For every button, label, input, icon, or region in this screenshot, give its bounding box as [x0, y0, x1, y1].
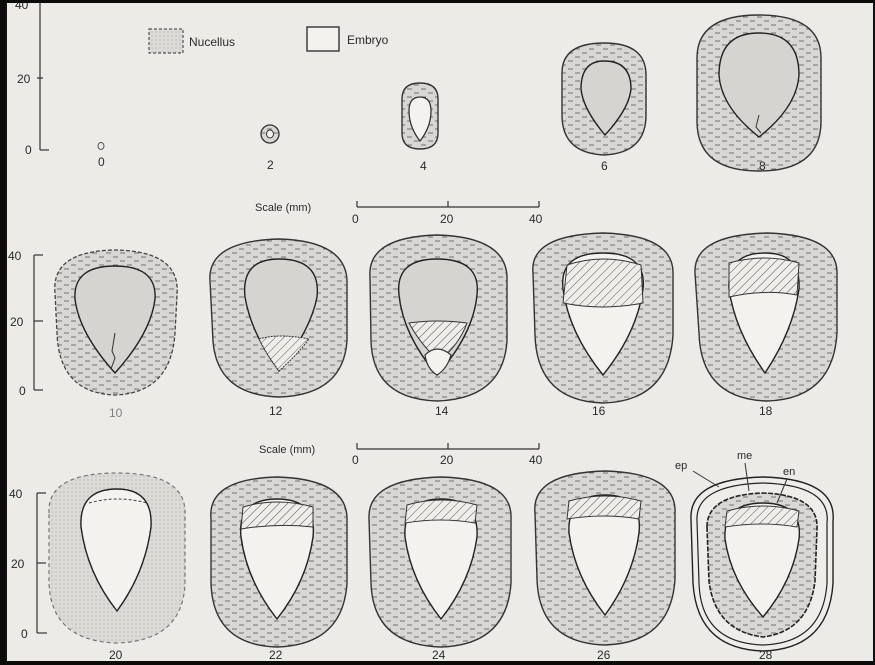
seed-stage-6 — [562, 43, 646, 155]
scale-bar-bottom-tick-20: 20 — [440, 453, 454, 467]
scale-bar-top-tick-40: 40 — [529, 212, 543, 226]
stage-label-10: 10 — [109, 406, 123, 420]
row2-axis — [34, 255, 43, 390]
stage-label-4: 4 — [420, 159, 427, 173]
seed-stage-0 — [98, 143, 104, 150]
stage-label-14: 14 — [435, 404, 449, 418]
seed-stage-18 — [695, 233, 837, 401]
stage-label-22: 22 — [269, 648, 283, 661]
row1-axis — [37, 3, 49, 150]
stage-label-28: 28 — [759, 648, 773, 661]
stage-label-24: 24 — [432, 648, 446, 661]
row2-tick-20: 20 — [10, 315, 24, 329]
stage-label-6: 6 — [601, 159, 608, 173]
row3-tick-20: 20 — [11, 557, 25, 571]
seed-stage-2 — [261, 125, 279, 143]
row1-tick-0: 0 — [25, 143, 32, 157]
seed-stage-28 — [691, 477, 833, 651]
scale-bar-top-tick-0: 0 — [352, 212, 359, 226]
stage-label-20: 20 — [109, 648, 123, 661]
seed-stage-10 — [55, 250, 177, 395]
legend-embryo-swatch — [307, 27, 339, 51]
scale-bar-top-tick-20: 20 — [440, 212, 454, 226]
scale-bar-bottom-tick-40: 40 — [529, 453, 543, 467]
stage-label-26: 26 — [597, 648, 611, 661]
seed-stage-8 — [697, 15, 821, 171]
scale-bar-bottom-tick-0: 0 — [352, 453, 359, 467]
stage-label-0: 0 — [98, 155, 105, 169]
seed-stage-20 — [49, 473, 185, 643]
legend-embryo-label: Embryo — [347, 33, 389, 47]
seed-development-diagram: Nucellus Embryo 40 20 0 0 2 4 6 8 Scale … — [7, 3, 873, 661]
seed-stage-26 — [535, 471, 675, 645]
row3-axis — [37, 493, 47, 633]
seed-stage-24 — [369, 477, 511, 647]
seed-stage-4 — [402, 83, 438, 149]
stage-label-18: 18 — [759, 404, 773, 418]
seed-stage-14 — [370, 235, 507, 401]
stage-label-12: 12 — [269, 404, 283, 418]
scale-bar-top-label: Scale (mm) — [255, 202, 311, 214]
stage-label-8: 8 — [759, 159, 766, 173]
stage-label-2: 2 — [267, 158, 274, 172]
scale-bar-bottom-label: Scale (mm) — [259, 444, 315, 456]
layer-label-me: me — [737, 450, 752, 462]
scale-bar-bottom: Scale (mm) 0 20 40 — [259, 443, 543, 467]
legend-nucellus-label: Nucellus — [189, 35, 235, 49]
legend-nucellus-swatch — [149, 29, 183, 53]
figure-frame: Nucellus Embryo 40 20 0 0 2 4 6 8 Scale … — [5, 3, 875, 661]
scale-bar-top: Scale (mm) 0 20 40 — [255, 201, 543, 226]
row3-tick-40: 40 — [9, 487, 23, 501]
seed-stage-12 — [210, 239, 347, 397]
layer-label-en: en — [783, 466, 795, 478]
legend: Nucellus Embryo — [149, 27, 389, 53]
row3-tick-0: 0 — [21, 627, 28, 641]
row1-tick-40: 40 — [15, 3, 29, 12]
stage-label-16: 16 — [592, 404, 606, 418]
row1-tick-20: 20 — [17, 72, 31, 86]
layer-label-ep: ep — [675, 460, 687, 472]
seed-stage-22 — [211, 477, 347, 647]
row2-tick-40: 40 — [8, 249, 22, 263]
seed-stage-16 — [533, 233, 673, 403]
row2-tick-0: 0 — [19, 384, 26, 398]
